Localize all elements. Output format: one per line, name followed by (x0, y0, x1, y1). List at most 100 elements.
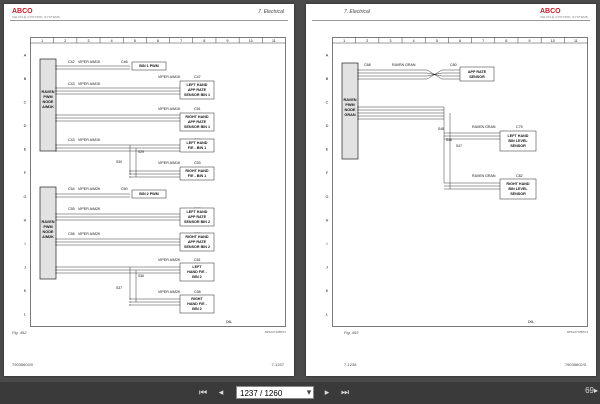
harness-label: RAVEN GRAN (472, 125, 496, 129)
pin (55, 120, 57, 122)
row-letter: E (24, 148, 27, 152)
component-label: RIGHT HAND (185, 169, 208, 173)
module-1-label: RAVEN (41, 90, 54, 94)
pin (55, 238, 57, 240)
component-label: HAND F/E - (187, 302, 207, 306)
page-dropdown-icon[interactable]: ▾ (306, 387, 312, 397)
component-label: LEFT HAND (187, 141, 208, 145)
column-number: 10 (249, 39, 253, 43)
row-letter: K (24, 289, 27, 293)
right-document-page: 7. Electrical ABCO VEHICLE CONTROL SYSTE… (306, 4, 596, 376)
zoom-value: 69 (585, 386, 594, 395)
connector-id: C55 (68, 207, 75, 211)
component-label: LEFT HAND (187, 83, 208, 87)
right-app-rate-bin2-box (179, 232, 215, 252)
splice-id: S48 (438, 127, 444, 131)
figure-code: 8P5A0718B572 (264, 330, 286, 334)
component-label: LEFT HAND (187, 210, 208, 214)
bin2-pwm-box (131, 189, 167, 199)
previous-page-icon[interactable]: ◂ (218, 387, 224, 397)
diagram-code: D6L (528, 320, 534, 324)
pin (55, 117, 57, 119)
row-letter: H (326, 218, 329, 222)
row-letter: A (24, 53, 27, 57)
harness-label: VIPER A/M1K (158, 161, 181, 165)
column-number: 5 (134, 39, 136, 43)
module-1-label: PWM (43, 95, 52, 99)
diagram-frame (30, 37, 286, 327)
module-2-label: PWM (43, 225, 52, 229)
harness-label: VIPER A/M1K (158, 75, 181, 79)
component-label: APP RATE (188, 88, 207, 92)
raven-gran-module (341, 62, 359, 160)
component-label: BIN 2 (192, 275, 201, 279)
connector-id: C68 (364, 63, 371, 67)
right-fe-bin2-box (179, 294, 215, 314)
app-rate-sensor-box (459, 66, 495, 82)
column-number: 9 (227, 39, 229, 43)
row-letter: D (24, 124, 27, 128)
pin (55, 219, 57, 221)
component-label: F/E - BIN 1 (188, 146, 206, 150)
raven-module-1 (39, 58, 57, 152)
pin (55, 68, 57, 70)
splice-id: S37 (116, 286, 122, 290)
connector-id: C75 (516, 125, 523, 129)
component-label: APP RATE (468, 70, 487, 74)
column-number: 6 (157, 39, 159, 43)
column-number: 9 (529, 39, 531, 43)
harness-label: VIPER A/M1K (158, 107, 181, 111)
abco-logo: ABCO VEHICLE CONTROL SYSTEMS (12, 8, 60, 19)
figure-label: Fig. 492 (12, 330, 27, 335)
pin (129, 176, 131, 178)
pin (55, 144, 57, 146)
left-document-page: ABCO VEHICLE CONTROL SYSTEMS 7. Electric… (4, 4, 294, 376)
page-number-input[interactable]: 1237 / 1260 (236, 386, 314, 399)
right-fe-bin1-box (179, 166, 215, 181)
column-number: 4 (413, 39, 415, 43)
component-label: SENSOR (510, 192, 526, 196)
component-label: HAND F/E - (187, 270, 207, 274)
last-page-icon[interactable]: ⏭ (340, 387, 350, 397)
header-rule (312, 20, 590, 21)
column-number: 7 (482, 39, 484, 43)
row-letter: G (24, 195, 27, 199)
row-letter: I (326, 242, 327, 246)
crossed-wire (426, 72, 443, 77)
header-rule (10, 20, 288, 21)
connector-id: C58 (194, 290, 201, 294)
section-title: 7. Electrical (344, 9, 370, 15)
abco-logo: ABCO VEHICLE CONTROL SYSTEMS (540, 8, 588, 19)
splice-id: S47 (456, 144, 462, 148)
connector-id: C47 (194, 75, 201, 79)
component-label: APP RATE (188, 215, 207, 219)
component-label: SENSOR BIN 2 (184, 245, 210, 249)
connector-id: C56 (68, 232, 75, 236)
row-letter: I (24, 242, 25, 246)
column-number: 11 (574, 39, 578, 43)
connector-id: C80 (450, 63, 457, 67)
right-bin-level-box (499, 178, 537, 200)
pin (129, 173, 131, 175)
splice-id: S29 (138, 150, 144, 154)
component-label: SENSOR BIN 1 (184, 93, 210, 97)
first-page-icon[interactable]: ⏮ (198, 387, 208, 397)
figure-label: Fig. 493 (344, 330, 359, 335)
module-1-label: NODE (43, 100, 54, 104)
column-number: 1 (343, 39, 345, 43)
column-number: 1 (41, 39, 43, 43)
next-page-icon[interactable]: ▸ (324, 387, 330, 397)
component-label: BIN LEVEL (508, 187, 528, 191)
diagram-code: D6L (226, 320, 232, 324)
component-label: F/E - BIN 1 (188, 174, 206, 178)
left-app-rate-bin2-box (179, 207, 215, 227)
harness-label: VIPER A/M1K (78, 82, 101, 86)
harness-label: VIPER A/M1K (78, 60, 101, 64)
component-label: RIGHT HAND (185, 115, 208, 119)
connector-id: C54 (68, 187, 75, 191)
component-label: BIN 2 PWM (139, 192, 158, 196)
zoom-level[interactable]: 69▸ (585, 386, 598, 395)
component-label: LEFT HAND (508, 134, 529, 138)
module-label: GRAN (344, 113, 355, 117)
